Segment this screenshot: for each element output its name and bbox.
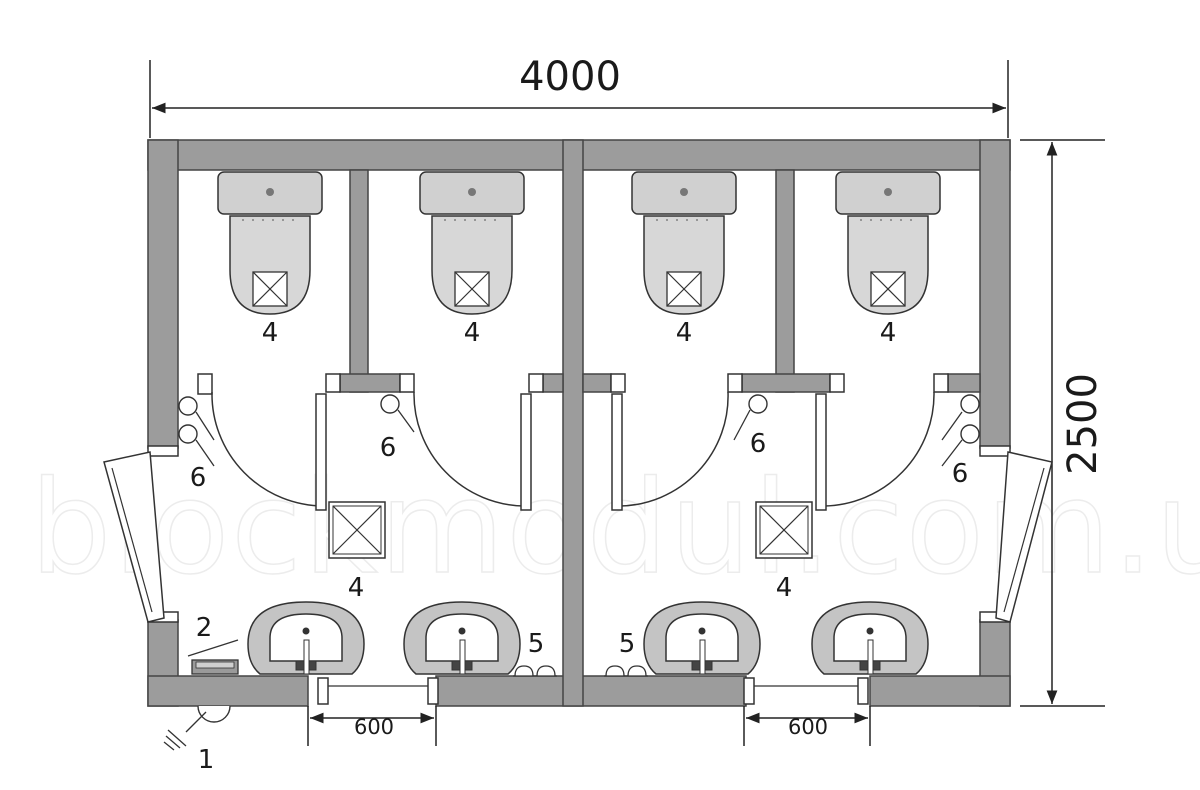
depth-label: 2500 [1060, 373, 1106, 475]
door-label-1: 6 [190, 463, 207, 493]
walls [147, 139, 1011, 707]
washroom-left-label: 4 [348, 573, 365, 603]
spacing-dimension-left: 600 [307, 706, 437, 746]
spacing-left-label: 600 [354, 715, 394, 739]
entrance-door-left [103, 451, 165, 623]
width-label: 4000 [519, 54, 621, 100]
door-label-2: 6 [380, 433, 397, 463]
washbasin-4 [811, 601, 929, 675]
toilet-4 [835, 171, 941, 315]
washroom-right-label: 4 [776, 573, 793, 603]
floor-drain-right [755, 501, 813, 559]
toilet-1 [217, 171, 323, 315]
washbasin-1 [247, 601, 365, 675]
waste-bin [187, 639, 239, 675]
wall-fixings [317, 677, 869, 705]
depth-dimension: 2500 [1020, 139, 1106, 707]
toilet-2-label: 4 [464, 318, 481, 348]
entrance-door-right [995, 451, 1053, 623]
width-dimension: 4000 [149, 54, 1009, 138]
cubicle-doors [211, 391, 935, 511]
spacing-right-label: 600 [788, 715, 828, 739]
door-label-4: 6 [952, 459, 969, 489]
door-label-3: 6 [750, 429, 767, 459]
washbasin-3 [643, 601, 761, 675]
hooks-left [512, 665, 558, 677]
waste-bin-label: 2 [196, 613, 213, 643]
hooks-right [603, 665, 649, 677]
washbasin-2 [403, 601, 521, 675]
ground-label: 1 [198, 745, 215, 775]
toilet-1-label: 4 [262, 318, 279, 348]
toilet-2 [419, 171, 525, 315]
door-stops [178, 394, 980, 467]
toilet-3 [631, 171, 737, 315]
floor-drain-left [328, 501, 386, 559]
spacing-dimension-right: 600 [743, 706, 871, 746]
toilet-3-label: 4 [676, 318, 693, 348]
ground-symbol [163, 705, 231, 751]
hooks-left-label: 5 [528, 629, 545, 659]
hooks-right-label: 5 [619, 629, 636, 659]
toilet-4-label: 4 [880, 318, 897, 348]
